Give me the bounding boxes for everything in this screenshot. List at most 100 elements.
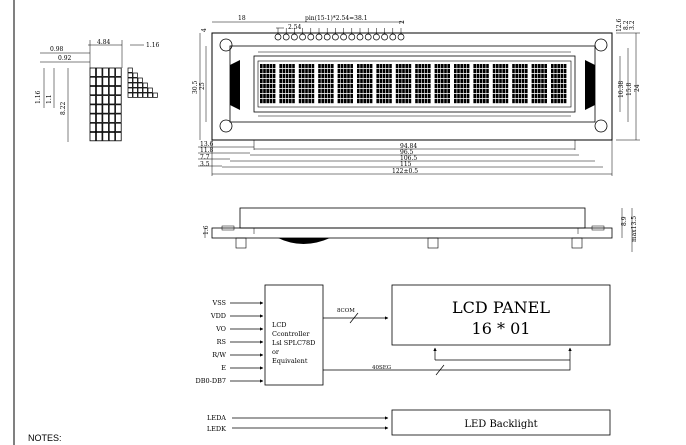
dot-cell — [96, 104, 103, 114]
signal-label: VO — [215, 325, 226, 333]
dot-cell — [96, 113, 103, 123]
corner-cell — [127, 72, 133, 78]
pixel-dim: 4.84 — [97, 39, 111, 46]
dot-cell — [115, 86, 122, 96]
character-cell — [357, 64, 373, 104]
character-cell — [376, 64, 392, 104]
character-cell — [473, 64, 489, 104]
seg-bus — [323, 347, 572, 371]
pin — [332, 33, 339, 41]
corner-cell — [127, 92, 133, 98]
dot-cell — [108, 122, 116, 132]
pin — [299, 33, 306, 41]
dot-cell — [102, 122, 109, 132]
character-cell — [512, 64, 528, 104]
signal-label: VSS — [212, 299, 227, 307]
dot-matrix-detail — [89, 67, 122, 142]
corner-cell — [142, 87, 148, 93]
active-area — [257, 60, 572, 108]
dot-cell — [89, 95, 96, 105]
dot-cell — [96, 131, 103, 142]
signal-lines — [230, 301, 264, 383]
pixel-dim: 1.16 — [35, 90, 42, 104]
pin — [307, 33, 315, 41]
pin — [381, 33, 388, 41]
led-backlight-block — [391, 409, 611, 436]
bottom-dim: 106.5 — [400, 155, 417, 162]
corner-cell — [147, 92, 153, 98]
left-dim: 25 — [199, 82, 206, 90]
dot-cell — [108, 95, 116, 105]
signal-label: DB0-DB7 — [196, 377, 226, 385]
controller-line: Lsl SPLC78D — [272, 339, 315, 347]
dot-cell — [102, 95, 109, 105]
bottom-offset: 11.8 — [200, 147, 214, 154]
pixel-dim: 0.98 — [50, 46, 64, 53]
dot-cell — [89, 113, 96, 123]
pin — [373, 33, 380, 41]
corner-cell — [132, 92, 138, 98]
character-cell — [415, 64, 431, 104]
signal-label: VDD — [210, 312, 226, 320]
dot-cell — [108, 131, 116, 142]
corner-cell — [132, 77, 138, 83]
connector-pins — [274, 28, 405, 41]
dot-cell — [108, 67, 116, 77]
mount-hole — [594, 119, 608, 133]
dot-cell — [96, 67, 103, 77]
character-cell — [337, 64, 353, 104]
pin — [340, 33, 347, 41]
backlight-signal: LEDK — [207, 425, 226, 433]
dot-cell — [102, 131, 109, 142]
lcd-panel-format: 16 * 01 — [472, 319, 531, 338]
dot-cell — [96, 86, 103, 96]
dot-cell — [115, 95, 122, 105]
character-cell — [279, 64, 295, 104]
signal-label: R/W — [212, 351, 226, 359]
top-dim: pin(15-1)*2.54=38.1 — [305, 15, 368, 22]
character-cell — [318, 64, 334, 104]
right-dim: 15.8 — [626, 82, 633, 96]
character-cell — [454, 64, 470, 104]
side-view: 1.6 8.9 max13.5 — [203, 207, 638, 252]
pin — [274, 33, 282, 41]
led-backlight-label: LED Backlight — [464, 419, 537, 430]
signal-label: RS — [217, 338, 226, 346]
com-bus-label: 8COM — [337, 308, 355, 314]
dot-cell — [102, 86, 109, 96]
pin — [397, 33, 405, 41]
dot-cell — [115, 104, 122, 114]
side-dim: max13.5 — [631, 216, 638, 242]
dot-cell — [102, 104, 109, 114]
character-cell — [434, 64, 450, 104]
dot-cell — [115, 131, 122, 142]
side-dim: 1.6 — [203, 225, 210, 235]
corner-cell — [147, 87, 153, 93]
dot-cell — [115, 113, 122, 123]
pin — [356, 33, 364, 41]
viewing-area — [253, 55, 576, 113]
dot-cell — [96, 95, 103, 105]
bottom-offset: 7.7 — [200, 154, 210, 161]
seg-bus-label: 40SEG — [372, 365, 391, 371]
top-dim: 18 — [238, 15, 246, 22]
dot-cell — [96, 122, 103, 132]
bottom-dim: 94.84 — [400, 143, 417, 150]
corner-cell — [137, 92, 143, 98]
corner-cell — [127, 82, 133, 88]
dot-cell — [89, 104, 96, 114]
lcd-panel-title: LCD PANEL — [452, 298, 550, 317]
side-dim: 8.9 — [621, 216, 628, 226]
dot-cell — [115, 67, 122, 77]
top-view: 18 pin(15-1)*2.54=38.1 2.54 2 4 30.5 25 … — [192, 15, 641, 176]
dot-cell — [96, 76, 103, 86]
top-dim: 2.54 — [288, 24, 302, 31]
corner-cell — [142, 92, 148, 98]
dot-cell — [115, 76, 122, 86]
right-dim: 8.2 — [623, 20, 630, 30]
character-cell — [395, 64, 412, 104]
lcd-glass — [239, 207, 586, 229]
bottom-dim: 96.5 — [400, 149, 414, 156]
pin — [389, 33, 397, 41]
